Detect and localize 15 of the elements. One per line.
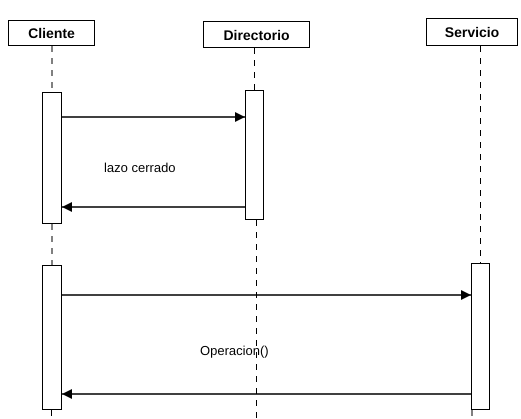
activation-bar bbox=[471, 263, 490, 410]
lifeline-header: Cliente bbox=[8, 20, 95, 46]
activation-bar bbox=[42, 92, 62, 224]
message-arrow bbox=[62, 389, 471, 399]
activation-bar bbox=[245, 90, 264, 220]
lifeline bbox=[480, 46, 481, 264]
lifeline-header: Servicio bbox=[426, 18, 518, 46]
message-label: Operacion() bbox=[200, 343, 269, 358]
lifeline-header: Directorio bbox=[203, 21, 310, 48]
message-arrow bbox=[62, 112, 245, 122]
message-arrow bbox=[62, 290, 471, 300]
activation-bar bbox=[42, 265, 62, 410]
lifeline bbox=[254, 48, 255, 90]
message-arrow bbox=[62, 202, 245, 212]
message-label: lazo cerrado bbox=[104, 160, 176, 175]
